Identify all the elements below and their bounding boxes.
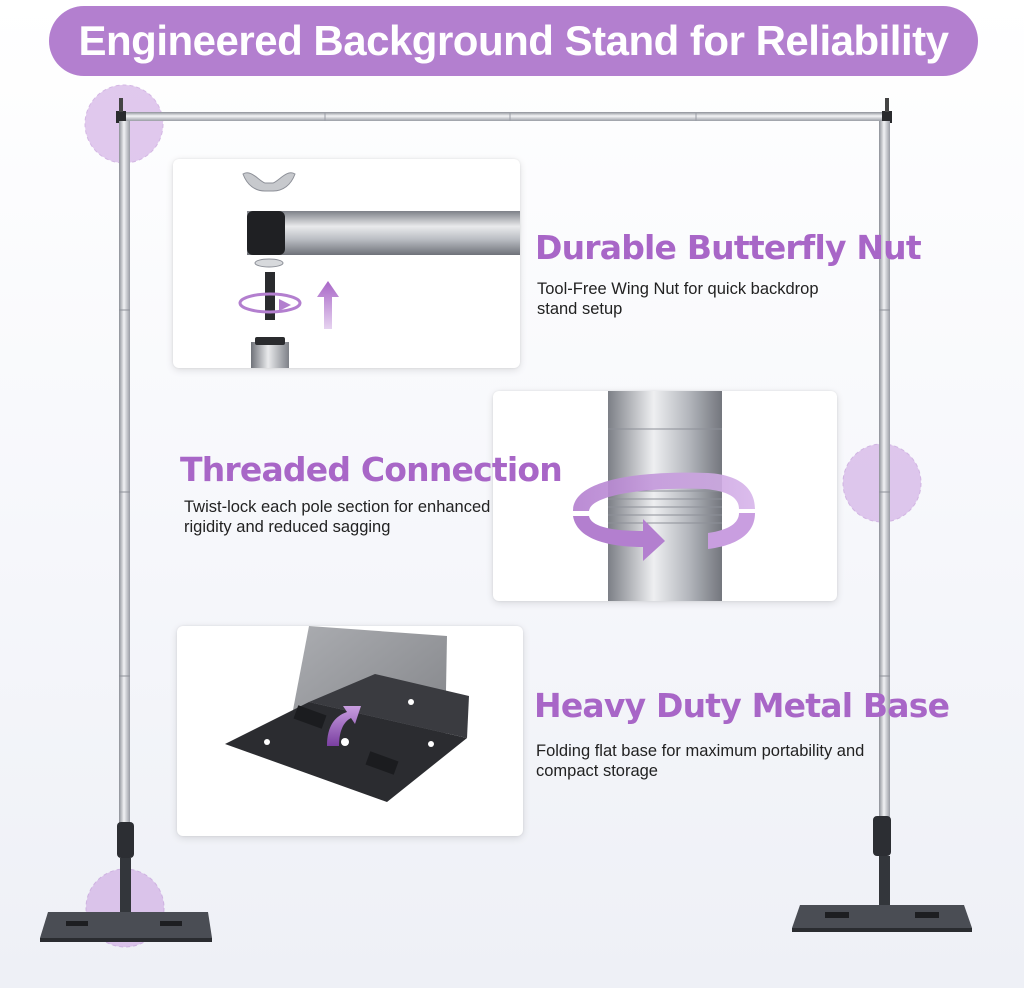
- title-banner: Engineered Background Stand for Reliabil…: [49, 6, 978, 76]
- crossbar: [118, 112, 890, 121]
- banner-title: Engineered Background Stand for Reliabil…: [78, 17, 949, 64]
- right-base-plate: [792, 905, 972, 928]
- right-pole: [879, 121, 890, 818]
- left-base-plate: [40, 912, 212, 938]
- feature-desc-butterfly-nut: Tool-Free Wing Nut for quick backdrop st…: [537, 280, 819, 318]
- feature-desc-metal-base: Folding flat base for maximum portabilit…: [536, 742, 865, 780]
- feature-title-threaded-connection: Threaded Connection: [180, 450, 563, 489]
- feature-title-metal-base: Heavy Duty Metal Base: [534, 686, 950, 725]
- threaded-pole-image: [493, 391, 837, 601]
- wing-nut-image: [173, 159, 520, 368]
- feature-title-butterfly-nut: Durable Butterfly Nut: [535, 228, 922, 267]
- folding-base-image: [177, 626, 523, 836]
- feature-desc-threaded-connection: Twist-lock each pole section for enhance…: [184, 498, 491, 536]
- left-pole: [119, 121, 130, 826]
